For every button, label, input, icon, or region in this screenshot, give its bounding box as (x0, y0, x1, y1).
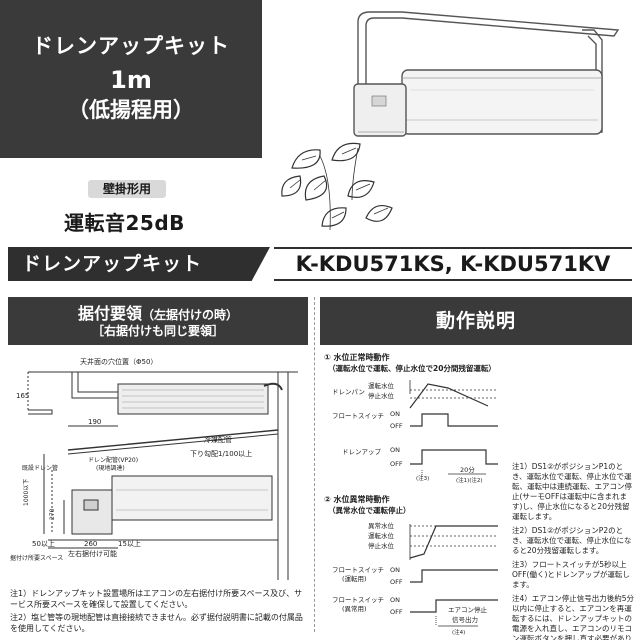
c1-row-off: OFF (390, 422, 403, 430)
c2-row-off2: OFF (390, 608, 403, 616)
chart1-heading: ① 水位正常時動作 (324, 352, 390, 362)
c1-note12: (注1)(注2) (456, 476, 483, 484)
c2-row-on2: ON (390, 596, 400, 604)
label-existing-drain: 既設ドレン管 (22, 464, 58, 472)
label-dim-270: 270 (49, 508, 56, 520)
operation-notes: 注1）DS1②がポジションP1のとき、運転水位で運転、停止水位で運転、運転中は連… (512, 462, 636, 640)
c2-stop-label: エアコン停止 (448, 605, 488, 614)
c2-row-abnormal: 異常水位 (368, 521, 395, 530)
section-divider (314, 297, 315, 632)
label-slope: 下り勾配1/100以上 (190, 449, 252, 458)
install-title: 据付要領（左据付けの時） (8, 300, 308, 324)
operation-timing-diagram: ① 水位正常時動作 （運転水位で運転、停止水位で20分間残留運転） ドレンパン … (324, 352, 498, 636)
c2-row-off: OFF (390, 578, 403, 586)
chart1-sub: （運転水位で運転、停止水位で20分間残留運転） (328, 363, 496, 373)
install-notes: 注1）ドレンアップキット設置場所はエアコンの左右据付け所要スペース及び、サービス… (10, 588, 308, 636)
install-note-2: 注2）塩ビ管等の現地配管は直接接続できません。必ず据付説明書に記載の付属品を使用… (10, 613, 303, 633)
title-line3: （低揚程用） (68, 98, 194, 122)
label-dim-50: 50以上 (32, 539, 55, 548)
chart2-heading: ② 水位異常時動作 (324, 494, 390, 504)
install-note-1: 注1）ドレンアップキット設置場所はエアコンの左右据付け所要スペース及び、サービス… (10, 589, 303, 609)
c1-row-stop-level: 停止水位 (368, 391, 395, 400)
title-line1: ドレンアップキット (32, 34, 230, 58)
operation-note-2: 注2）DS1②がポジションP2のとき、運転水位で運転、停止水位になると20分残留… (512, 526, 632, 555)
label-dim-1000: 1000以下 (23, 479, 30, 506)
c1-time: 20分 (460, 465, 475, 474)
c1-note3: (注3) (416, 474, 429, 482)
install-title-main: 据付要領 (77, 304, 142, 323)
c2-row-on: ON (390, 566, 400, 574)
label-drain-hose-sub: (現地調達) (96, 464, 125, 472)
wall-mount-badge: 壁掛形用 (88, 180, 166, 198)
product-strip: ドレンアップキット K-KDU571KS, K-KDU571KV (8, 247, 632, 281)
c1-row-drainup: ドレンアップ (342, 448, 382, 456)
c2-row-run-level: 運転水位 (368, 531, 395, 540)
c1-row-float: フロートスイッチ (332, 412, 384, 420)
install-title-line2: ［右据付けも同じ要領］ (91, 324, 224, 338)
label-refrigerant-pipe: 冷媒配管 (204, 435, 232, 444)
install-section-header: 据付要領（左据付けの時） ［右据付けも同じ要領］ (8, 297, 308, 345)
label-install-space: 据付け所要スペース (10, 554, 63, 562)
c2-row-stop-level: 停止水位 (368, 541, 395, 550)
operation-note-3: 注3）フロートスイッチが5秒以上OFF(働く)とドレンアップが運転します。 (512, 560, 630, 589)
title-block: ドレンアップキット 1m （低揚程用） (0, 0, 262, 158)
operation-note-1: 注1）DS1②がポジションP1のとき、運転水位で運転、停止水位で運転、運転中は連… (512, 462, 632, 521)
c1-row-run-level: 運転水位 (368, 381, 395, 390)
c2-note4: (注4) (452, 628, 465, 636)
c2-row-float-abn-sub: (異常用) (342, 604, 367, 613)
label-dim-165: 165 (16, 392, 29, 400)
label-drain-hose: ドレン配管(VP20) (88, 456, 138, 464)
operation-section-header: 動作説明 (320, 297, 632, 345)
title-line2: 1m (110, 66, 152, 94)
label-dim-260: 260 (84, 540, 97, 548)
install-title-sub: （左据付けの時） (142, 308, 239, 322)
c2-stop-sub: 信号出力 (452, 615, 478, 624)
product-models: K-KDU571KS, K-KDU571KV (274, 247, 632, 281)
installation-diagram: 天井面の穴位置（Φ50） 165 190 冷媒配管 下り勾配1/100以上 ドレ… (10, 357, 298, 580)
c2-row-float-abn: フロートスイッチ (332, 596, 384, 604)
c1-row-on2: ON (390, 446, 400, 454)
c2-row-float-run: フロートスイッチ (332, 566, 384, 574)
noise-level: 運転音25dB (64, 211, 185, 235)
label-dim-15: 15以上 (118, 539, 141, 548)
label-ceiling-hole: 天井面の穴位置（Φ50） (80, 357, 157, 366)
c2-row-float-run-sub: (運転用) (342, 574, 367, 583)
c1-row-drainpan: ドレンパン (332, 388, 365, 396)
chart2-sub: （異常水位で運転停止） (328, 505, 411, 515)
product-name: ドレンアップキット (8, 247, 270, 281)
label-dim-190: 190 (88, 418, 101, 426)
c1-row-on: ON (390, 410, 400, 418)
c1-row-off2: OFF (390, 460, 403, 468)
operation-note-4: 注4）エアコン停止信号出力後約5分以内に停止すると、エアコンを再運転するには、ド… (512, 594, 635, 640)
product-illustration (281, 11, 620, 231)
label-left-space: 左右据付け可能 (68, 549, 117, 558)
